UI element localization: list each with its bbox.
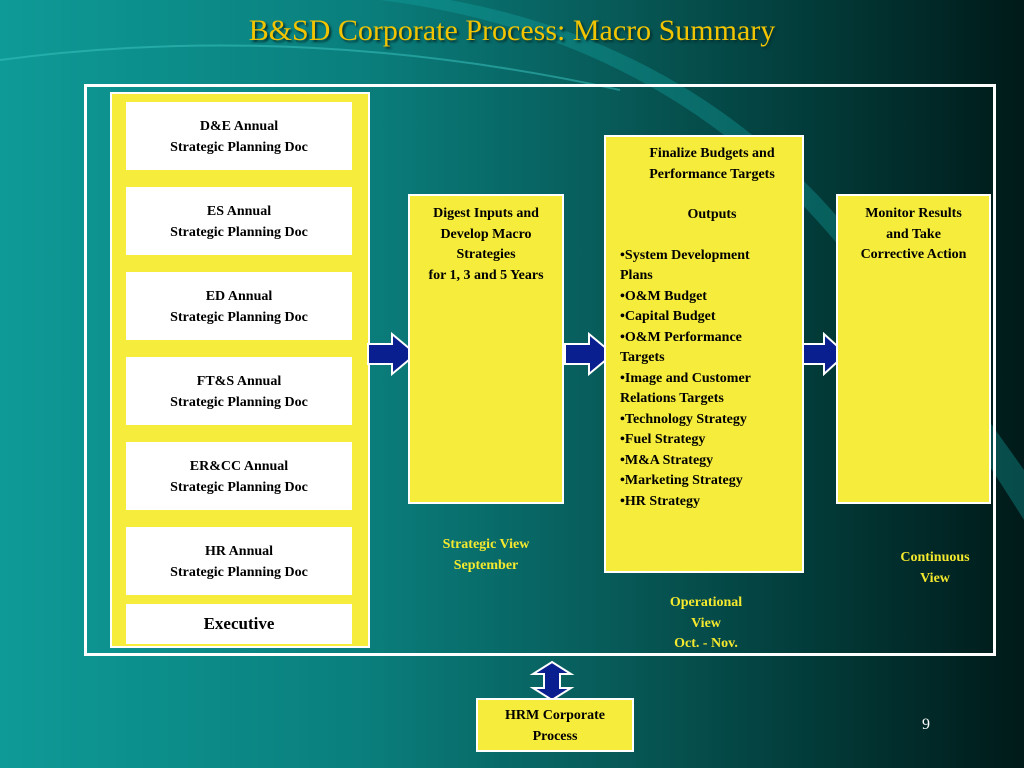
double-arrow-icon — [529, 660, 575, 702]
arrow-right-icon — [801, 332, 848, 376]
doc-ercc: ER&CC Annual Strategic Planning Doc — [126, 442, 352, 510]
hrm-process-box: HRM Corporate Process — [476, 698, 634, 752]
doc-hr: HR Annual Strategic Planning Doc — [126, 527, 352, 595]
outputs-label: Outputs — [687, 207, 737, 222]
doc-es: ES Annual Strategic Planning Doc — [126, 187, 352, 255]
continuous-view-caption: Continuous View — [900, 550, 970, 586]
outputs-list: •System Development Plans •O&M Budget •C… — [620, 247, 751, 509]
page-number: 9 — [922, 716, 930, 733]
doc-de: D&E Annual Strategic Planning Doc — [126, 102, 352, 170]
executive-label: Executive — [126, 604, 352, 644]
finalize-box: Finalize Budgets and Performance Targets… — [604, 135, 804, 573]
doc-ed: ED Annual Strategic Planning Doc — [126, 272, 352, 340]
process-frame — [84, 84, 996, 656]
digest-box: Digest Inputs and Develop Macro Strategi… — [408, 194, 564, 504]
page-title: B&SD Corporate Process: Macro Summary — [248, 14, 776, 47]
strategic-view-caption: Strategic View September — [442, 537, 530, 573]
operational-view-caption: Operational View Oct. - Nov. — [669, 595, 743, 651]
monitor-box: Monitor Results and Take Corrective Acti… — [836, 194, 991, 504]
doc-fts: FT&S Annual Strategic Planning Doc — [126, 357, 352, 425]
arrow-right-icon — [367, 332, 418, 376]
finalize-heading: Finalize Budgets and Performance Targets — [649, 146, 775, 182]
arrow-right-icon — [564, 332, 615, 376]
